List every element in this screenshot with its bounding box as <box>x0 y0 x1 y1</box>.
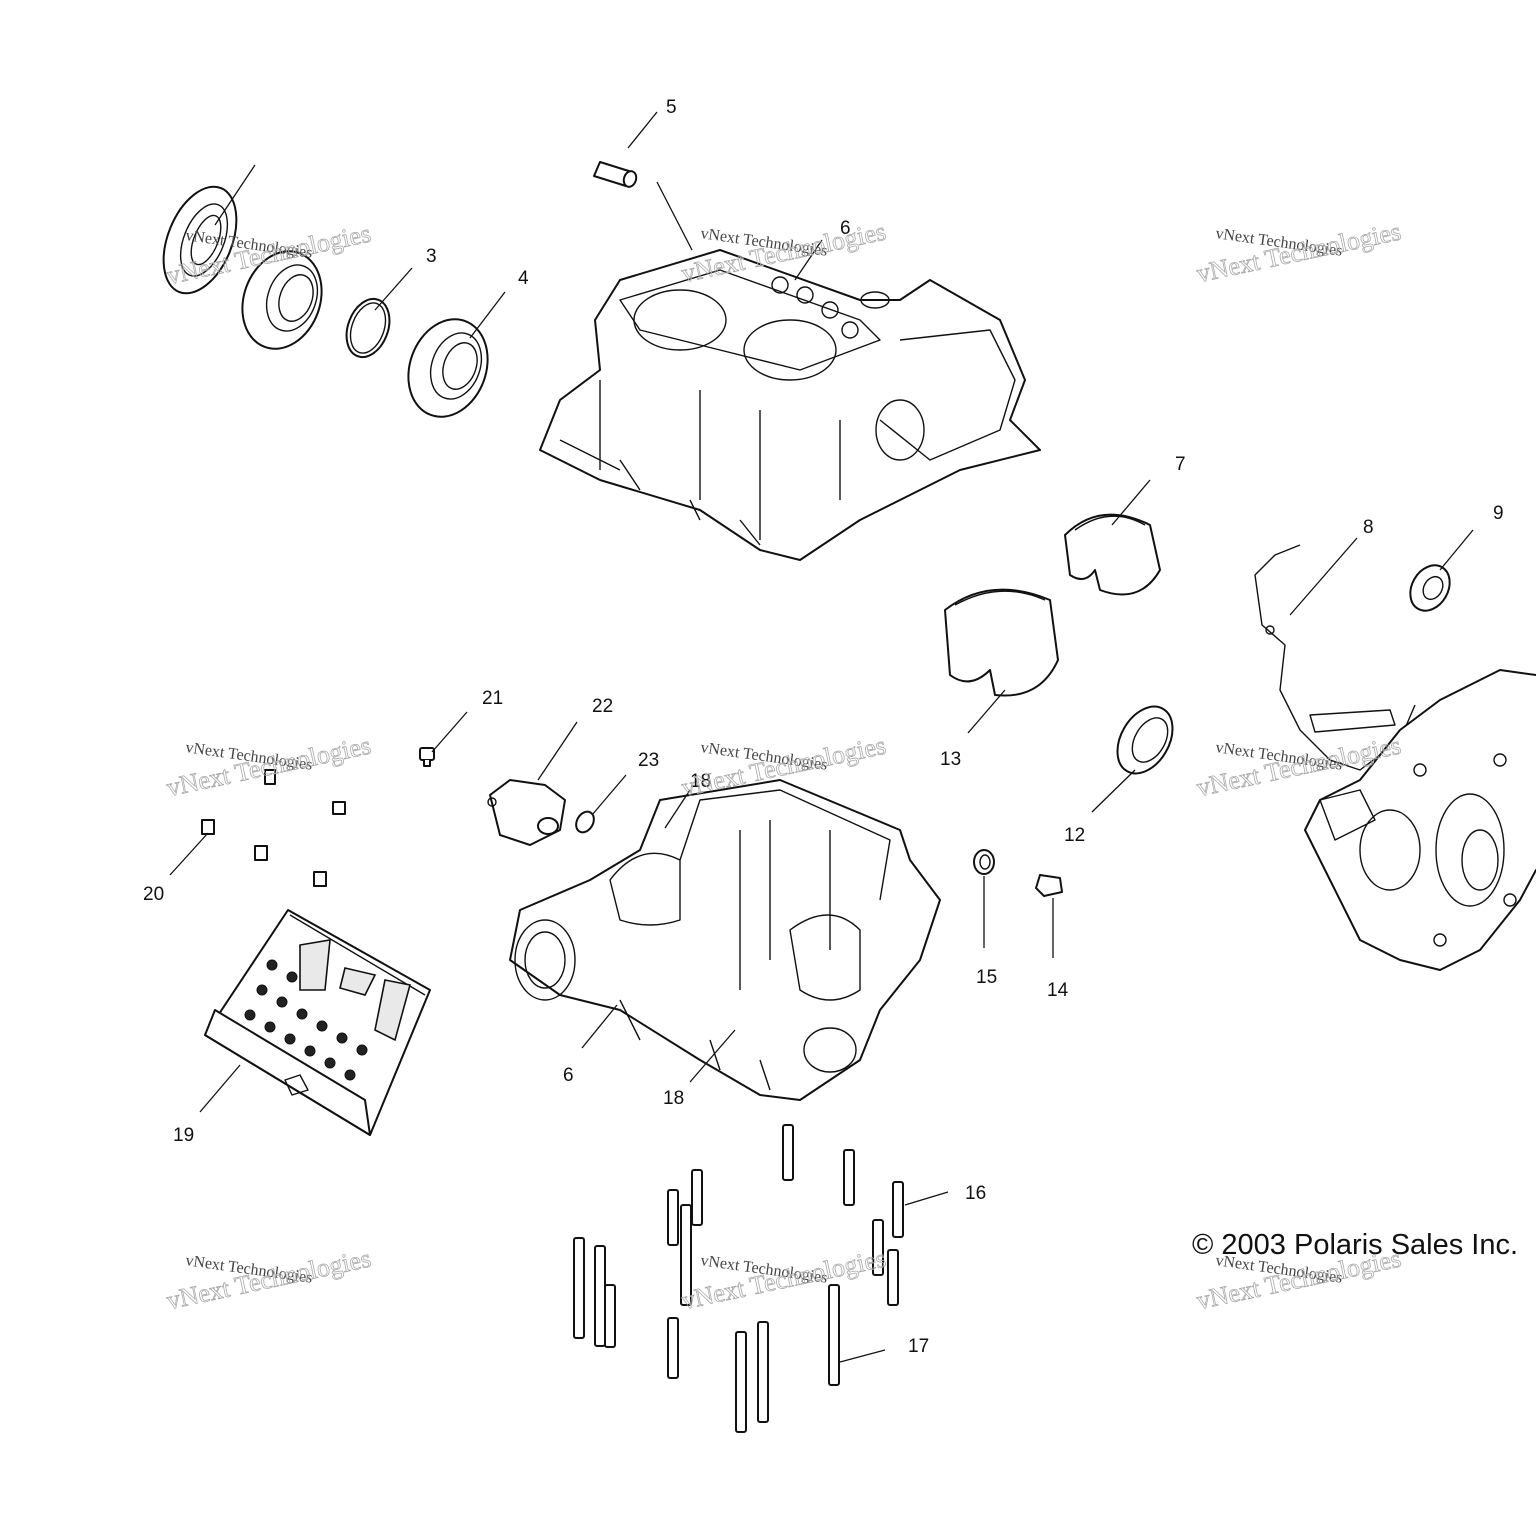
bolt-part-21 <box>419 747 435 767</box>
bearing-shell-part-7 <box>1064 513 1161 596</box>
seal-part-1 <box>162 185 238 295</box>
callout-20: 20 <box>143 884 164 905</box>
dowel-pin-part-5 <box>593 161 638 188</box>
callout-9: 9 <box>1493 503 1504 524</box>
callout-12: 12 <box>1064 825 1085 846</box>
callout-22: 22 <box>592 696 613 717</box>
screen-holes <box>244 959 368 1081</box>
leader-lines <box>169 111 1474 1363</box>
watermark-top-right: vNext Technologies vNext Technologies <box>1194 216 1404 288</box>
seal-part-9 <box>1409 564 1451 612</box>
callout-14: 14 <box>1047 980 1069 1001</box>
callout-18-lower: 18 <box>663 1088 684 1109</box>
callout-15: 15 <box>976 967 997 988</box>
small-bolts-part-20 <box>201 769 346 887</box>
o-ring-part-3 <box>345 297 391 359</box>
crankcase-cover-part <box>1304 669 1536 971</box>
callout-4: 4 <box>518 268 529 289</box>
callout-16: 16 <box>965 1183 986 1204</box>
callout-21: 21 <box>482 688 503 709</box>
watermark-bottom-center: vNext Technologies vNext Technologies <box>679 1243 889 1315</box>
callout-23: 23 <box>638 750 659 771</box>
callout-5: 5 <box>666 97 677 118</box>
oil-screen-part-19 <box>204 909 431 1136</box>
callout-6-lower: 6 <box>563 1065 574 1086</box>
callout-17: 17 <box>908 1336 929 1357</box>
cover-part-22 <box>487 779 566 846</box>
gasket-part-8 <box>1254 544 1416 771</box>
copyright-text: © 2003 Polaris Sales Inc. <box>1192 1229 1518 1261</box>
callout-19: 19 <box>173 1125 194 1146</box>
bolts-part-16 <box>667 1124 904 1306</box>
callout-18-upper: 18 <box>690 771 711 792</box>
callout-6-upper: 6 <box>840 218 851 239</box>
seal-part-12 <box>1116 705 1174 775</box>
bearing-part-4 <box>407 318 489 418</box>
plug-part-14 <box>1035 874 1063 897</box>
watermark-mid-left: vNext Technologies vNext Technologies <box>164 730 374 802</box>
callout-8: 8 <box>1363 517 1374 538</box>
bearing-shell-part-13 <box>944 588 1059 697</box>
upper-crankcase-part-6 <box>539 249 1041 561</box>
watermark-bottom-left: vNext Technologies vNext Technologies <box>164 1243 374 1315</box>
callout-labels: 5 6 3 4 7 8 9 13 12 21 22 23 18 20 15 14… <box>143 97 1504 1357</box>
bolts-part-17 <box>573 1204 840 1433</box>
callout-3: 3 <box>426 246 437 267</box>
washer-part-15 <box>973 849 995 875</box>
o-ring-part-23 <box>575 810 595 834</box>
bearing-part-2 <box>241 250 323 350</box>
callout-7: 7 <box>1175 454 1186 475</box>
lower-crankcase-part-6 <box>509 779 941 1101</box>
callout-13: 13 <box>940 749 961 770</box>
